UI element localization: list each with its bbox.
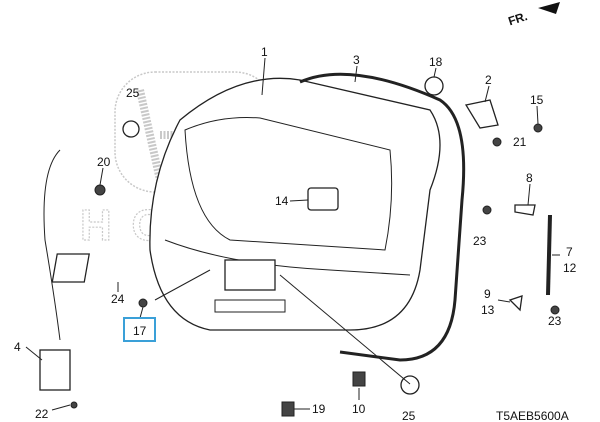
callout-10: 10 [352, 402, 366, 416]
weatherstrip-part-3 [299, 72, 466, 362]
part-17 [138, 298, 148, 308]
callout-17: 17 [133, 324, 147, 338]
callout-13: 13 [481, 303, 495, 317]
callout-4: 4 [14, 340, 21, 354]
latch-part-4 [39, 349, 71, 391]
bolt-22 [70, 401, 78, 409]
hinge-part-2 [464, 99, 499, 129]
highlight-box-17 [123, 317, 156, 342]
callout-23-right: 23 [473, 234, 487, 248]
part-18 [424, 76, 444, 96]
part-19 [281, 401, 295, 417]
callout-labels: 1 3 18 2 15 21 25 20 14 8 23 23 7 12 9 1… [14, 45, 577, 422]
callout-25-bottom: 25 [402, 409, 416, 422]
bolt-23 [482, 205, 492, 215]
callout-23-lower: 23 [548, 314, 562, 328]
callout-25-top: 25 [126, 86, 140, 100]
callout-8: 8 [526, 171, 533, 185]
part-24 [51, 253, 90, 283]
bolt-15 [533, 123, 543, 133]
callout-14: 14 [275, 194, 289, 208]
callout-2: 2 [485, 73, 492, 87]
callout-24: 24 [111, 292, 125, 306]
callout-19: 19 [312, 402, 326, 416]
part-20 [94, 184, 106, 196]
callout-3: 3 [353, 53, 360, 67]
front-direction-indicator: FR. [506, 2, 560, 28]
callout-21: 21 [513, 135, 527, 149]
callout-20: 20 [97, 155, 111, 169]
direction-label: FR. [506, 9, 529, 28]
bolt-23b [550, 305, 560, 315]
leader-lines [25, 57, 560, 411]
part-8 [514, 204, 536, 216]
nut-21 [492, 137, 502, 147]
callout-15: 15 [530, 93, 544, 107]
callout-12: 12 [563, 261, 577, 275]
callout-1: 1 [261, 45, 268, 59]
callout-9: 9 [484, 287, 491, 301]
strut-part-7 [546, 214, 552, 296]
diagram-code: T5AEB5600A [496, 409, 569, 422]
callout-7: 7 [566, 245, 573, 259]
callout-18: 18 [429, 55, 443, 69]
cable [43, 149, 61, 341]
part-10 [352, 371, 366, 387]
part-14 [307, 187, 339, 211]
part-9 [508, 295, 523, 312]
grommet-25a [122, 120, 140, 138]
tailgate-part-1 [149, 77, 441, 331]
callout-22: 22 [35, 407, 49, 421]
